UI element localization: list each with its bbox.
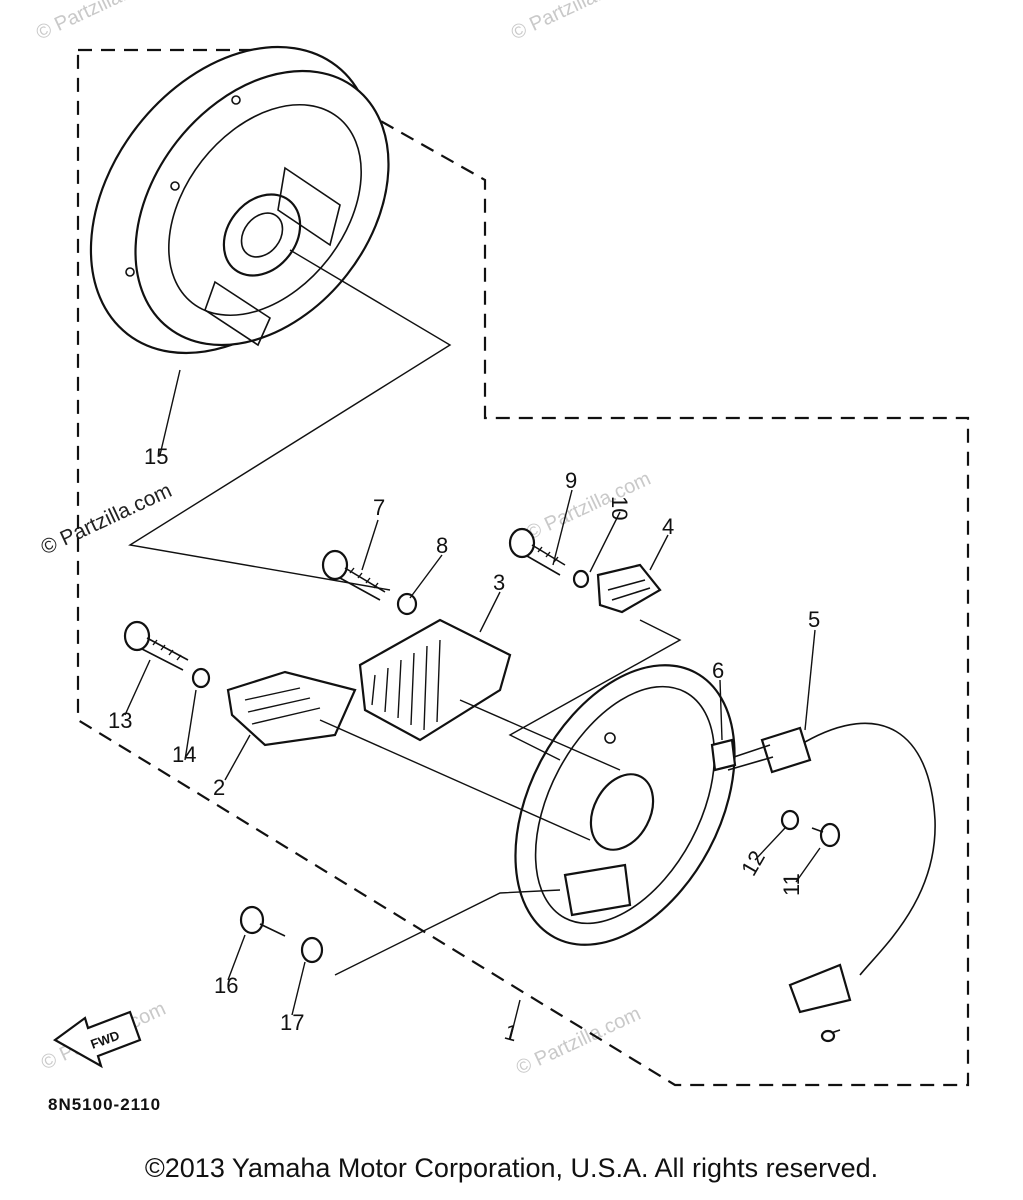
callout-2: 2 [213, 775, 225, 800]
watermark: © Partzilla.com [33, 0, 164, 45]
callout-15: 15 [144, 444, 168, 469]
diagram-code: 8N5100-2110 [48, 1095, 161, 1114]
callout-6: 6 [712, 658, 724, 683]
watermark: © Partzilla.com [513, 1003, 644, 1080]
callout-3: 3 [493, 570, 505, 595]
callout-11: 11 [779, 873, 804, 896]
washer-12 [780, 809, 800, 831]
fwd-arrow-icon: FWD [52, 1010, 142, 1069]
watermark: © Partzilla.com [508, 0, 639, 45]
bolt-7 [321, 549, 386, 601]
stator-plate [514, 664, 736, 946]
bracket-6 [710, 738, 737, 772]
watermark: © Partzilla.com [37, 479, 175, 560]
callout-17: 17 [280, 1010, 304, 1035]
rotor-flywheel [89, 45, 390, 355]
washer-10 [572, 569, 590, 589]
screw-11 [811, 822, 841, 848]
callout-7: 7 [373, 495, 385, 520]
reference-lines [128, 249, 682, 976]
washer-8 [396, 592, 418, 616]
callout-14: 14 [172, 742, 196, 767]
callout-10: 10 [607, 496, 632, 520]
parts-diagram: © Partzilla.com © Partzilla.com © Partzi… [33, 0, 970, 1114]
callout-1: 1 [502, 1019, 520, 1046]
screw-16 [239, 905, 286, 937]
copyright-notice: ©2013 Yamaha Motor Corporation, U.S.A. A… [144, 1153, 879, 1183]
bolt-9 [508, 527, 566, 576]
callout-4: 4 [662, 514, 674, 539]
washer-17 [300, 936, 324, 964]
charging-coil-3 [358, 618, 512, 742]
callout-16: 16 [214, 973, 238, 998]
watermark: © Partzilla.com [523, 468, 654, 545]
pickup-coil-4 [596, 563, 662, 614]
callout-13: 13 [108, 708, 132, 733]
washer-14 [191, 667, 211, 689]
bolt-13 [123, 620, 189, 671]
callout-5: 5 [808, 607, 820, 632]
lead-wire-5 [724, 722, 936, 1043]
leader-lines [124, 369, 821, 1041]
source-coil-2 [226, 670, 357, 747]
callout-8: 8 [436, 533, 448, 558]
callout-12: 12 [736, 846, 770, 880]
callout-9: 9 [565, 468, 577, 493]
